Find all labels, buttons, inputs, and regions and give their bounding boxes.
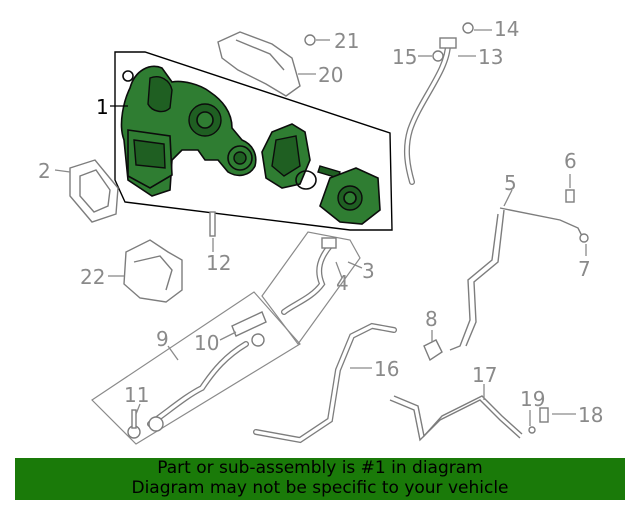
heat-shield-part-22[interactable] xyxy=(123,239,183,303)
callout-9: 9 xyxy=(156,327,169,351)
callout-15: 15 xyxy=(392,45,417,69)
callout-4: 4 xyxy=(336,271,349,295)
hose-part-13[interactable] xyxy=(403,37,457,185)
washer-part-15[interactable] xyxy=(432,50,444,62)
callout-17: 17 xyxy=(472,363,497,387)
callout-8: 8 xyxy=(425,307,438,331)
bolt-part-11[interactable] xyxy=(127,409,141,439)
pipe-part-17[interactable] xyxy=(389,395,523,442)
callout-13: 13 xyxy=(478,45,503,69)
banner-line-2: Diagram may not be specific to your vehi… xyxy=(131,478,509,498)
fitting-part-8[interactable] xyxy=(423,339,443,362)
callout-22: 22 xyxy=(80,265,105,289)
callout-7: 7 xyxy=(578,257,591,281)
callout-1: 1 xyxy=(96,95,109,119)
callout-2: 2 xyxy=(38,159,51,183)
outlet-housing[interactable] xyxy=(319,167,381,225)
bolt-part-21[interactable] xyxy=(304,34,316,46)
stud-part-12[interactable] xyxy=(209,211,216,237)
callout-6: 6 xyxy=(564,149,577,173)
callout-10: 10 xyxy=(194,331,219,355)
leader-lines xyxy=(54,29,587,426)
callout-14: 14 xyxy=(494,17,519,41)
washer-part-19[interactable] xyxy=(528,426,536,434)
callout-19: 19 xyxy=(520,387,545,411)
o-ring[interactable] xyxy=(295,170,317,190)
assembly-1-outline xyxy=(114,51,393,231)
callout-20: 20 xyxy=(318,63,343,87)
heat-shield-part-20[interactable] xyxy=(217,31,301,97)
banner-line-1: Part or sub-assembly is #1 in diagram xyxy=(157,458,483,478)
actuator-part[interactable] xyxy=(261,123,311,189)
callout-16: 16 xyxy=(374,357,399,381)
oil-pipe-part-5[interactable] xyxy=(449,207,583,351)
washer-part-7[interactable] xyxy=(579,233,589,243)
callout-18: 18 xyxy=(578,403,603,427)
callout-11: 11 xyxy=(124,383,149,407)
bolt-part-14[interactable] xyxy=(462,22,474,34)
callout-5: 5 xyxy=(504,171,517,195)
gasket-part-2[interactable] xyxy=(69,159,119,223)
group-box-9 xyxy=(91,291,301,445)
parts-diagram: 1 2 3 4 5 6 7 8 9 10 11 12 13 14 15 16 1… xyxy=(38,17,603,445)
callout-3: 3 xyxy=(362,259,375,283)
callout-labels: 1 2 3 4 5 6 7 8 9 10 11 12 13 14 15 16 1… xyxy=(38,17,603,427)
callout-12: 12 xyxy=(206,251,231,275)
fitting-part-10[interactable] xyxy=(231,311,267,347)
bolt-part-18[interactable] xyxy=(539,407,549,423)
turbocharger-assembly[interactable] xyxy=(120,65,257,197)
group-box-3 xyxy=(261,231,361,346)
bolt-part-6[interactable] xyxy=(565,189,575,203)
hose-part-4[interactable] xyxy=(281,237,337,315)
oil-line-part-9[interactable] xyxy=(147,341,249,432)
coolant-pipe-part-16[interactable] xyxy=(253,322,397,444)
info-banner: Part or sub-assembly is #1 in diagram Di… xyxy=(15,458,625,500)
callout-21: 21 xyxy=(334,29,359,53)
